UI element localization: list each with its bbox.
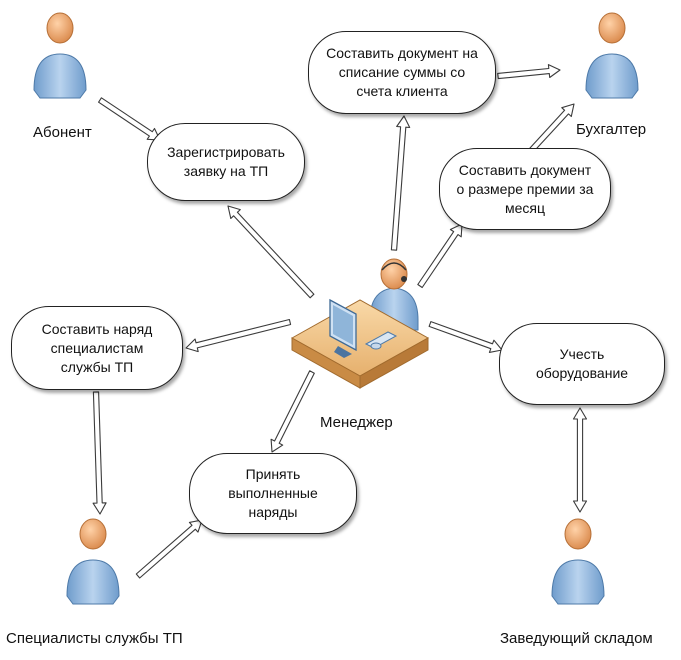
manager-workstation-icon bbox=[290, 258, 430, 389]
usecase-equipment-accounting: Учесть оборудование bbox=[499, 323, 665, 405]
arrow-specialists-to-accept-orders bbox=[135, 519, 203, 579]
arrows-layer bbox=[92, 64, 588, 579]
manager-label: Менеджер bbox=[320, 414, 393, 431]
usecase-work-order: Составить наряд специалистам службы ТП bbox=[11, 306, 183, 390]
person-icon bbox=[551, 518, 605, 605]
arrow-write-off-to-accountant bbox=[497, 64, 561, 80]
person-icon bbox=[33, 12, 87, 99]
actor-accountant-label: Бухгалтер bbox=[576, 121, 647, 138]
arrow-manager-to-equipment bbox=[428, 321, 503, 353]
person-icon bbox=[66, 518, 120, 605]
arrow-manager-to-accept-orders bbox=[270, 370, 315, 453]
arrow-subscriber-to-register bbox=[98, 97, 161, 141]
arrow-manager-to-bonus bbox=[417, 223, 463, 289]
arrow-manager-to-write-off bbox=[390, 115, 411, 251]
person-icon bbox=[585, 12, 639, 99]
usecase-write-off-document: Составить документ на списание суммы со … bbox=[308, 31, 496, 114]
usecase-bonus-document: Составить документ о размере премии за м… bbox=[439, 148, 611, 230]
actor-tech-specialists-label: Специалисты службы ТП bbox=[6, 630, 183, 647]
arrow-bonus-to-accountant bbox=[525, 103, 575, 157]
actor-subscriber-label: Абонент bbox=[33, 124, 92, 141]
usecase-register-request: Зарегистрировать заявку на ТП bbox=[147, 123, 305, 201]
arrow-equipment-warehouse bbox=[572, 407, 588, 513]
usecase-accept-orders: Принять выполненные наряды bbox=[189, 453, 357, 534]
arrow-manager-to-work-order bbox=[185, 318, 292, 353]
arrow-work-order-to-specialists bbox=[92, 391, 107, 515]
arrow-manager-to-register bbox=[227, 205, 315, 299]
actor-warehouse-manager-label: Заведующий складом bbox=[500, 630, 653, 647]
